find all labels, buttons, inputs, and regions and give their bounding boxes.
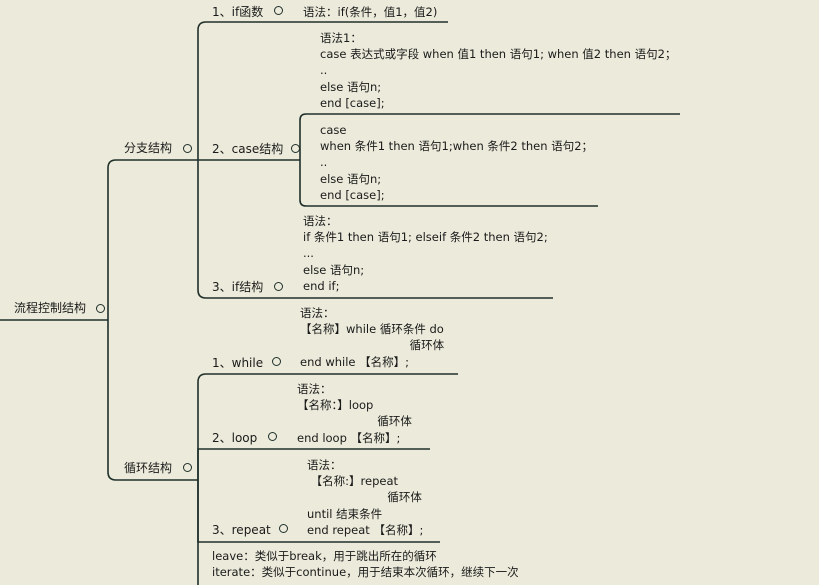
code-line: 循环体 bbox=[297, 414, 412, 429]
if-function-toggle[interactable] bbox=[274, 6, 283, 15]
code-line: end [case]; bbox=[320, 95, 385, 110]
loop-node-label: 循环结构 bbox=[124, 461, 173, 475]
code-line: 语法： bbox=[300, 306, 335, 320]
code-line: end if; bbox=[303, 278, 340, 293]
code-line: 语法1： bbox=[320, 31, 362, 45]
code-line: case bbox=[320, 123, 347, 137]
loop-syntax-block: 语法： 【名称：】loop 循环体 end loop 【名称】; bbox=[297, 381, 412, 446]
if-structure-label: 3、if结构 bbox=[212, 280, 264, 294]
loop-control-notes: leave：类似于break，用于跳出所在的循环 iterate：类似于cont… bbox=[212, 548, 519, 580]
code-line: else 语句n; bbox=[320, 79, 382, 94]
loop-label: 2、loop bbox=[212, 431, 258, 445]
code-line: else 语句n; bbox=[320, 171, 382, 186]
code-line: end [case]; bbox=[320, 187, 385, 202]
case-structure-toggle[interactable] bbox=[291, 144, 300, 153]
code-line: until 结束条件 bbox=[307, 506, 383, 521]
code-line: 【名称：】loop bbox=[297, 398, 374, 413]
while-label: 1、while bbox=[212, 356, 264, 370]
root-collapse-toggle[interactable] bbox=[96, 304, 105, 313]
code-line: 语法： bbox=[303, 214, 338, 228]
repeat-syntax-block: 语法： 【名称:】repeat 循环体 until 结束条件 end repea… bbox=[307, 457, 423, 538]
code-line: 【名称】while 循环条件 do bbox=[300, 322, 444, 337]
branch-node-label: 分支结构 bbox=[124, 141, 173, 155]
code-line: else 语句n; bbox=[303, 262, 365, 277]
code-line: .. bbox=[320, 155, 328, 170]
case-syntax2-block: case when 条件1 then 语句1;when 条件2 then 语句2… bbox=[320, 122, 593, 203]
if-function-label: 1、if函数 bbox=[212, 5, 264, 19]
case-syntax1-block: 语法1： case 表达式或字段 when 值1 then 语句1; when … bbox=[320, 30, 676, 111]
if-function-syntax: 语法：if(条件，值1，值2) bbox=[303, 5, 438, 19]
note-leave: leave：类似于break，用于跳出所在的循环 bbox=[212, 549, 437, 563]
code-line: when 条件1 then 语句1;when 条件2 then 语句2； bbox=[320, 139, 594, 154]
while-toggle[interactable] bbox=[272, 357, 281, 366]
code-line: .. bbox=[320, 63, 328, 78]
code-line: end repeat 【名称】; bbox=[307, 522, 424, 537]
case-structure-label: 2、case结构 bbox=[212, 142, 284, 156]
if-structure-toggle[interactable] bbox=[274, 282, 283, 291]
code-line: ... bbox=[303, 246, 314, 261]
code-line: case 表达式或字段 when 值1 then 语句1; when 值2 th… bbox=[320, 47, 677, 62]
code-line: if 条件1 then 语句1; elseif 条件2 then 语句2; bbox=[303, 230, 548, 245]
repeat-label: 3、repeat bbox=[212, 523, 271, 537]
code-line: 循环体 bbox=[300, 338, 445, 353]
root-node-label: 流程控制结构 bbox=[14, 301, 87, 315]
code-line: 循环体 bbox=[307, 490, 422, 505]
code-line: 语法： bbox=[307, 458, 342, 472]
loop-collapse-toggle[interactable] bbox=[183, 463, 192, 472]
note-iterate: iterate：类似于continue，用于结束本次循环，继续下一次 bbox=[212, 565, 519, 580]
code-line: 【名称:】repeat bbox=[307, 474, 399, 489]
code-line: 语法： bbox=[297, 382, 332, 396]
while-syntax-block: 语法： 【名称】while 循环条件 do 循环体 end while 【名称】… bbox=[300, 305, 444, 370]
branch-collapse-toggle[interactable] bbox=[183, 144, 192, 153]
code-line: end loop 【名称】; bbox=[297, 430, 401, 445]
loop-toggle[interactable] bbox=[268, 432, 277, 441]
repeat-toggle[interactable] bbox=[279, 524, 288, 533]
code-line: end while 【名称】; bbox=[300, 354, 410, 369]
if-structure-syntax-block: 语法： if 条件1 then 语句1; elseif 条件2 then 语句2… bbox=[303, 213, 548, 294]
